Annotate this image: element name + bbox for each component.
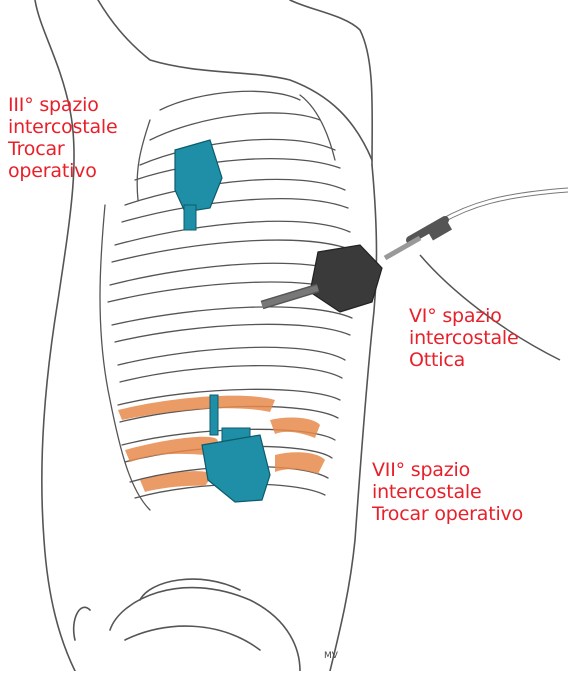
artist-signature: MV xyxy=(324,651,338,661)
label-iii-intercostal: III° spazio intercostale Trocar operativ… xyxy=(8,94,118,182)
label-vii-intercostal: VII° spazio intercostale Trocar operativ… xyxy=(372,459,523,525)
label-line: operativo xyxy=(8,160,118,182)
label-line: III° spazio xyxy=(8,94,118,116)
label-vi-intercostal: VI° spazio intercostale Ottica xyxy=(409,305,519,371)
label-line: Trocar xyxy=(8,138,118,160)
label-line: intercostale xyxy=(372,481,523,503)
label-line: Ottica xyxy=(409,349,519,371)
label-line: Trocar operativo xyxy=(372,503,523,525)
label-line: intercostale xyxy=(409,327,519,349)
label-line: VI° spazio xyxy=(409,305,519,327)
trocar-iii-icon xyxy=(175,140,222,230)
label-line: intercostale xyxy=(8,116,118,138)
label-line: VII° spazio xyxy=(372,459,523,481)
